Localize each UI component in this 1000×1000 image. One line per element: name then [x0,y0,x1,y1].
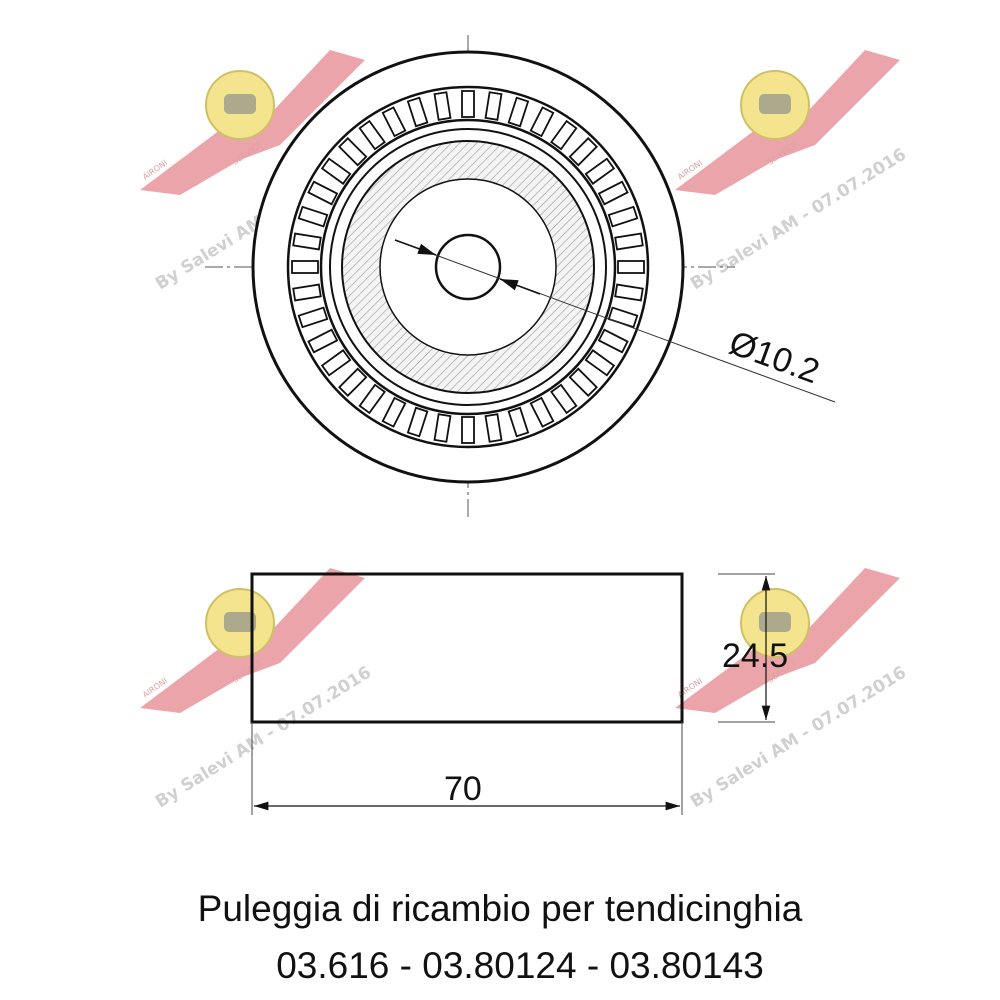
bearing-roller [607,205,639,228]
bearing-roller [292,283,322,302]
bearing-roller [433,91,452,121]
bearing-roller [297,205,329,228]
bore-leader-line [394,239,721,361]
watermark-wing-icon [675,568,900,713]
bearing-roller [461,416,475,444]
bore-arrow-left [394,239,437,256]
bearing-roller [550,119,578,151]
bearing-roller [597,180,629,206]
bearing-roller [614,283,644,302]
bearing-roller [550,383,578,415]
bearing-roller [529,396,555,428]
bearing-roller [529,106,555,138]
pulley-side-view: 70 24.5 [250,572,788,815]
bearing-roller [584,349,616,377]
bore-leader-extension [719,359,836,403]
bearing-roller [406,406,429,438]
bearing-roller [484,91,503,121]
bearing-roller [338,367,368,397]
bearing-roller [291,260,319,274]
bearing-outer-race [286,85,650,449]
bearing-roller [358,383,386,415]
bearing-roller [406,96,429,128]
side-profile [250,572,684,724]
bearing-roller [358,119,386,151]
bearing-roller [381,106,407,138]
bearing-roller [584,157,616,185]
caption-title: Puleggia di ricambio per tendicinghia [197,888,803,929]
bearing-roller [461,90,475,118]
bearing-roller [292,232,322,251]
bearing-roller [307,180,339,206]
caption-part-numbers: 03.616 - 03.80124 - 03.80143 [276,945,764,986]
pulley-front-view: Ø10.2 [205,35,836,520]
watermark-wing-icon [675,50,900,195]
bearing-roller [617,260,645,274]
height-label: 24.5 [722,637,788,675]
bearing-roller [614,232,644,251]
bearing-roller [381,396,407,428]
bearing-roller [507,96,530,128]
bore-arrow-right [499,278,541,295]
bearing-roller [297,306,329,329]
watermark-car-icon [759,612,791,632]
watermark-wing-icon [140,50,365,195]
bearing-roller [433,413,452,443]
bearing-roller [320,349,352,377]
bearing-roller [568,367,598,397]
bearing-roller [597,328,629,354]
bearing-roller [320,157,352,185]
watermark-car-icon [759,94,791,114]
watermark-car-icon [224,94,256,114]
bearing-roller [338,137,368,167]
bearing-roller [307,328,339,354]
bore-diameter-label: Ø10.2 [724,324,824,391]
bearing-roller [507,406,530,438]
watermark-wing-icon [140,568,365,713]
roller-cage [291,90,645,444]
width-label: 70 [444,770,482,808]
bearing-roller [484,413,503,443]
bearing-roller [568,137,598,167]
watermark-car-icon [224,612,256,632]
